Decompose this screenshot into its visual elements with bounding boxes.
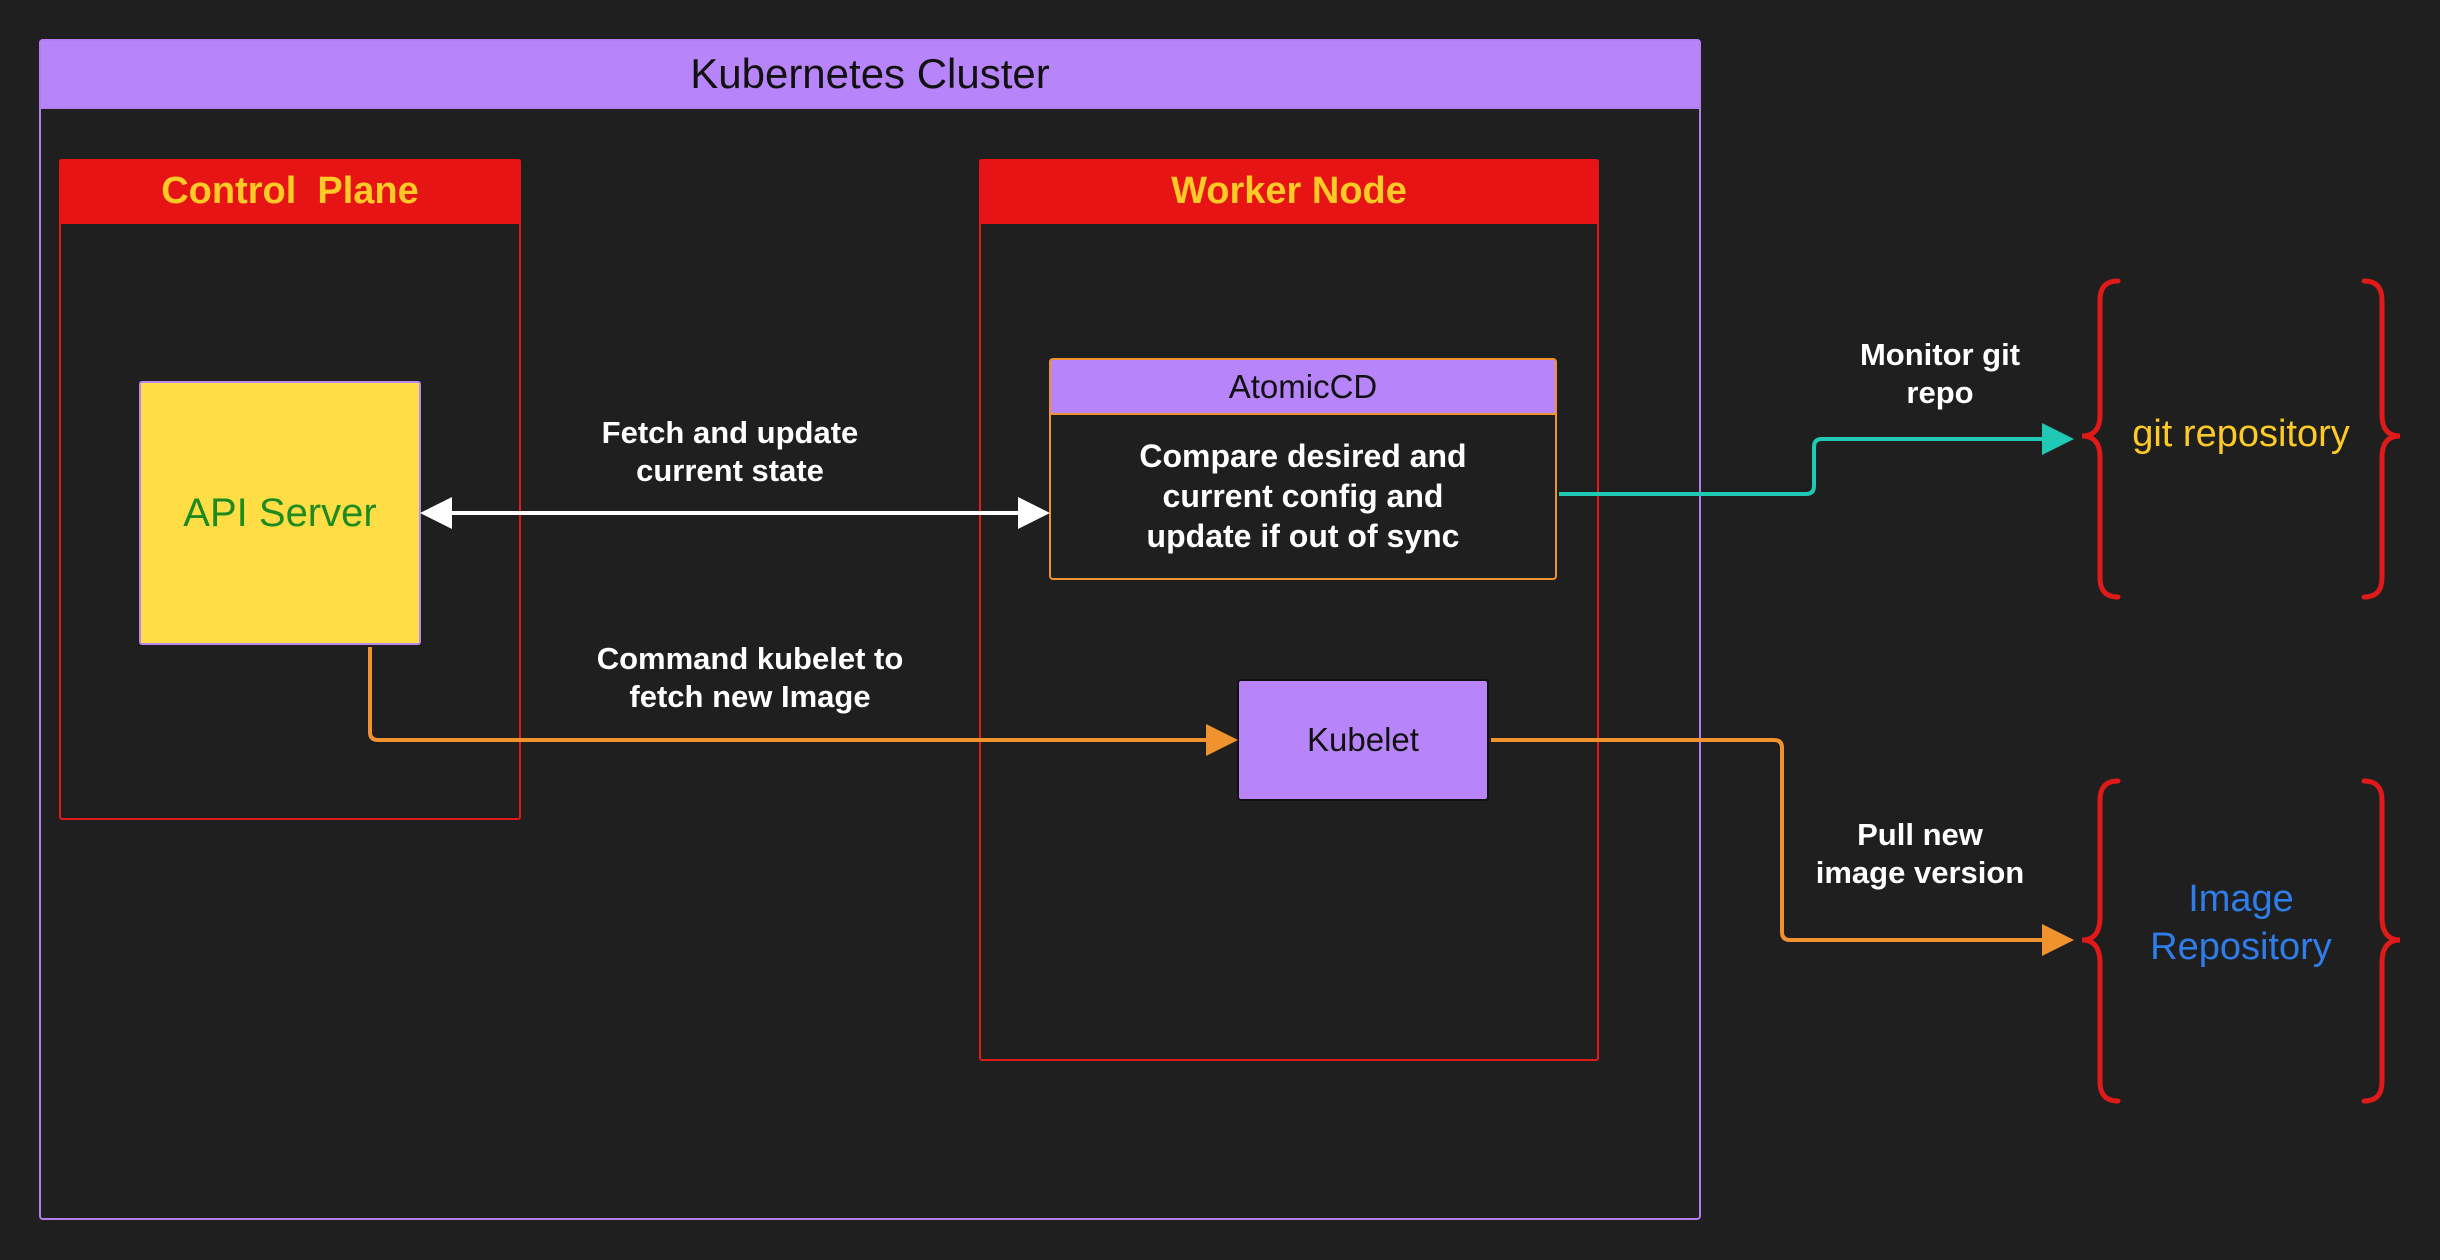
atomiccd-description-text: Compare desired and current config and u… [1139, 437, 1467, 554]
git-repository-label[interactable]: git repository [2132, 413, 2350, 455]
monitor-git-arrow [1559, 423, 2074, 496]
pull-image-label: Pull new image version [1815, 817, 2025, 890]
image-repository-label[interactable]: Image Repository [2150, 878, 2332, 968]
image-repo-right-brace [2361, 778, 2401, 1104]
fetch-update-label: Fetch and update current state [601, 415, 859, 488]
atomiccd-title[interactable]: AtomicCD [1049, 358, 1557, 415]
command-kubelet-label: Command kubelet to fetch new Image [596, 641, 904, 714]
kubelet-node[interactable]: Kubelet [1237, 679, 1489, 801]
kubernetes-cluster-title: Kubernetes Cluster [39, 39, 1701, 109]
api-server-node[interactable]: API Server [139, 381, 421, 645]
git-repo-right-brace [2361, 278, 2401, 600]
worker-node-title: Worker Node [979, 159, 1599, 224]
control-plane-title: Control Plane [59, 159, 521, 224]
atomiccd-description: Compare desired and current config and u… [1049, 413, 1557, 580]
monitor-git-label: Monitor git repo [1859, 337, 2021, 410]
image-repo-left-brace [2081, 778, 2121, 1104]
command-kubelet-arrow [368, 647, 1238, 756]
git-repo-left-brace [2081, 278, 2121, 600]
pull-image-arrow [1491, 738, 2074, 956]
